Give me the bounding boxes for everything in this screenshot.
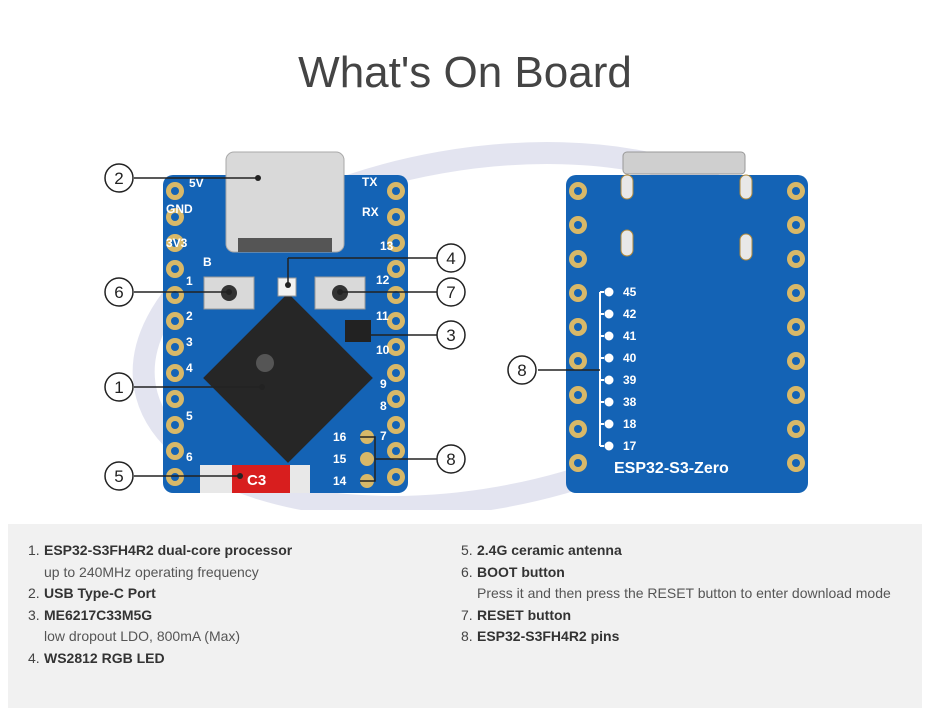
callout-2: 2: [114, 169, 123, 188]
pin-label-14: 14: [333, 474, 347, 488]
pin-label-3v3: 3V3: [166, 236, 188, 250]
front-right-pins: [387, 182, 405, 486]
legend-name: BOOT button: [477, 563, 565, 580]
pin-label-5: 5: [186, 409, 193, 423]
legend-item-3: 3. ME6217C33M5G low dropout LDO, 800mA (…: [28, 605, 448, 648]
legend-name: 2.4G ceramic antenna: [477, 542, 622, 558]
legend-item-1: 1. ESP32-S3FH4R2 dual-core processor up …: [28, 540, 448, 583]
pin-label-rx: RX: [362, 205, 379, 219]
legend-num: 7.: [461, 606, 473, 623]
legend-item-4: 4. WS2812 RGB LED: [28, 648, 448, 670]
legend-column-left: 1. ESP32-S3FH4R2 dual-core processor up …: [28, 540, 448, 669]
pin-label-9: 9: [380, 377, 387, 391]
pin-label-6: 6: [186, 450, 193, 464]
back-pin-40: 40: [623, 351, 637, 365]
back-pins-bracket: [599, 291, 604, 447]
legend-item-8: 8. ESP32-S3FH4R2 pins: [461, 626, 901, 648]
pin-label-4: 4: [186, 361, 193, 375]
pin-label-8: 8: [380, 399, 387, 413]
legend-num: 5.: [461, 542, 473, 558]
pin-label-3: 3: [186, 335, 193, 349]
callout-5: 5: [114, 467, 123, 486]
ldo-chip: [345, 320, 371, 342]
callout-8-back: 8: [517, 361, 526, 380]
legend-num: 6.: [461, 563, 473, 580]
back-pin-18: 18: [623, 417, 637, 431]
pin-label-5v: 5V: [189, 176, 204, 190]
legend-num: 8.: [461, 628, 473, 644]
back-pin-38: 38: [623, 395, 637, 409]
antenna-label: C3: [247, 472, 266, 489]
pin-label-11: 11: [376, 309, 389, 323]
board-back: 45 42 41 40 39 38 18 17 ESP32-S3-Zero: [566, 151, 808, 493]
pin-label-7: 7: [380, 429, 387, 443]
legend-desc: low dropout LDO, 800mA (Max): [44, 628, 241, 644]
back-pin-41: 41: [623, 329, 637, 343]
callout-1: 1: [114, 378, 123, 397]
page-title: What's On Board: [298, 48, 632, 97]
callout-7: 7: [446, 283, 455, 302]
callout-6: 6: [114, 283, 123, 302]
pin-label-12: 12: [376, 273, 390, 287]
component-legend: 1. ESP32-S3FH4R2 dual-core processor up …: [8, 524, 922, 708]
pin-label-15: 15: [333, 452, 347, 466]
legend-name: ESP32-S3FH4R2 pins: [477, 628, 620, 644]
legend-num: 2.: [28, 585, 40, 601]
back-pin-42: 42: [623, 307, 637, 321]
legend-item-2: 2. USB Type-C Port: [28, 583, 448, 605]
legend-desc: Press it and then press the RESET button…: [477, 585, 891, 601]
pin-label-b: B: [203, 255, 212, 269]
board-diagram: C3 5V GND 3V3 B 1 2 3 4 5 6 TX RX 13 12 …: [104, 142, 808, 510]
pin-label-10: 10: [376, 343, 390, 357]
back-pin-45: 45: [623, 285, 637, 299]
callout-8-front: 8: [446, 450, 455, 469]
legend-name: ESP32-S3FH4R2 dual-core processor: [44, 542, 293, 558]
pin-label-2: 2: [186, 309, 193, 323]
legend-num: 1.: [28, 542, 40, 558]
legend-item-7: 7. RESET button: [461, 605, 901, 627]
pin-label-tx: TX: [362, 175, 377, 189]
pin-label-16: 16: [333, 430, 347, 444]
legend-item-5: 5. 2.4G ceramic antenna: [461, 540, 901, 562]
legend-item-6: 6. BOOT button Press it and then press t…: [461, 562, 901, 605]
usb-c-port: [225, 151, 345, 253]
back-pin-39: 39: [623, 373, 637, 387]
legend-num: 4.: [28, 649, 40, 666]
pin-label-13: 13: [380, 239, 394, 253]
legend-name: RESET button: [477, 606, 572, 623]
front-left-pins: [166, 182, 184, 486]
callout-3: 3: [446, 326, 455, 345]
legend-name: WS2812 RGB LED: [44, 649, 165, 666]
callout-4: 4: [446, 249, 455, 268]
pin-label-1: 1: [186, 274, 193, 288]
legend-desc: up to 240MHz operating frequency: [44, 563, 259, 580]
board-name: ESP32-S3-Zero: [614, 460, 729, 477]
pin-label-gnd: GND: [166, 202, 193, 216]
legend-column-right: 5. 2.4G ceramic antenna 6. BOOT button P…: [461, 540, 901, 648]
board-front: C3 5V GND 3V3 B 1 2 3 4 5 6 TX RX 13 12 …: [163, 151, 408, 493]
legend-name: USB Type-C Port: [44, 585, 156, 601]
legend-name: ME6217C33M5G: [44, 606, 153, 623]
back-pin-17: 17: [623, 439, 637, 453]
legend-num: 3.: [28, 606, 40, 623]
